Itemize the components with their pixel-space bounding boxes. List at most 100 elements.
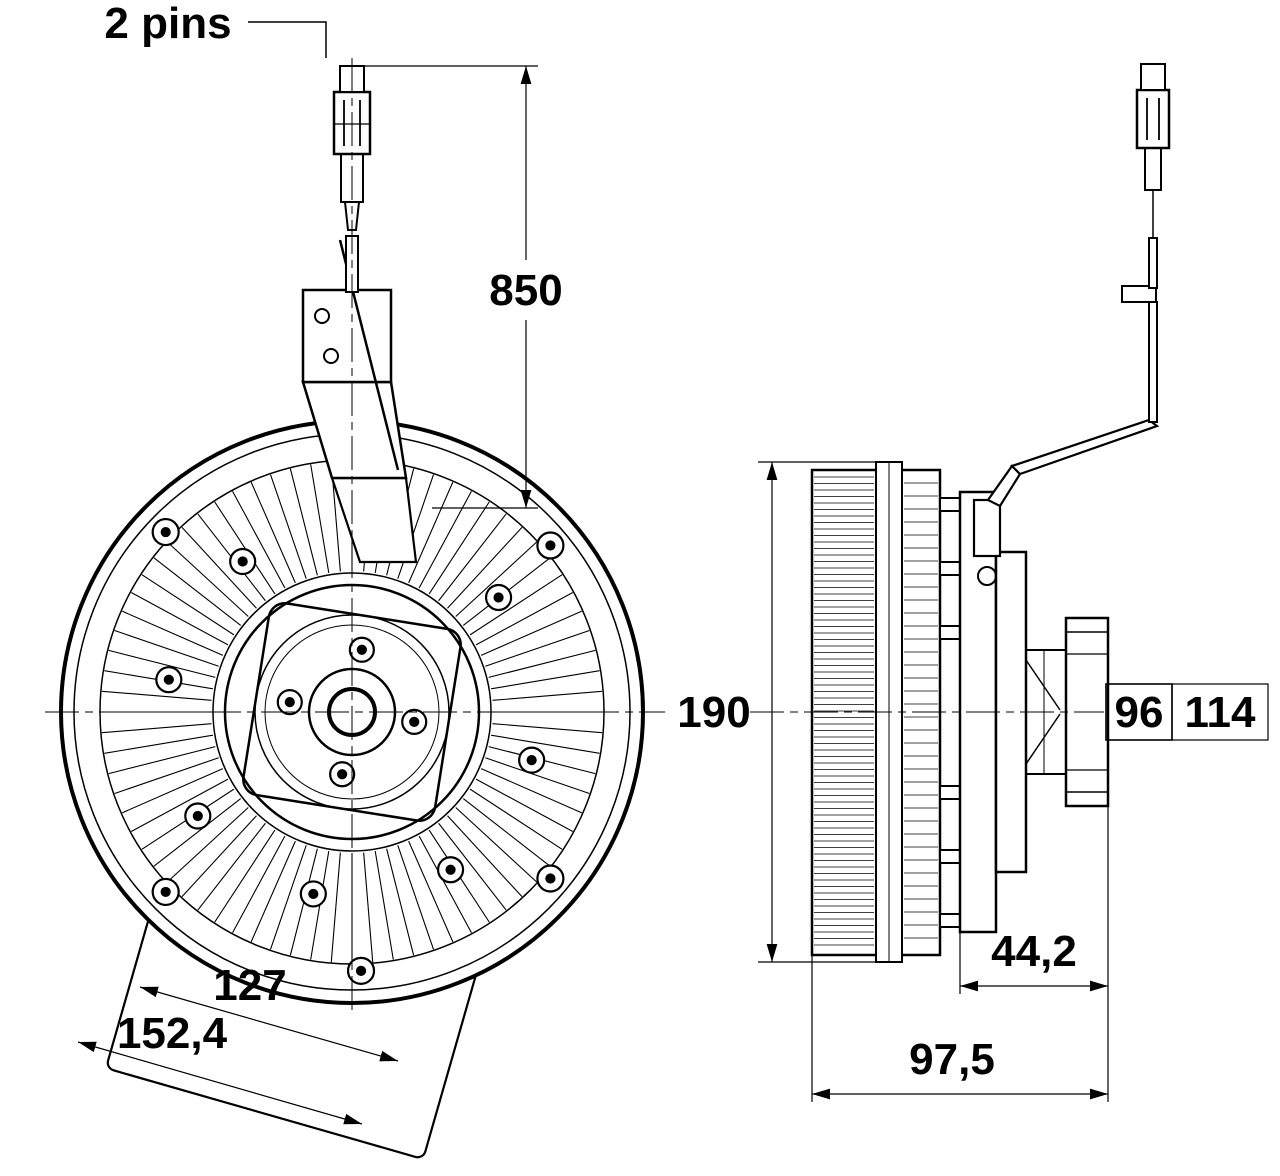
bolt-center	[355, 965, 367, 976]
fan-fin-line	[289, 468, 318, 576]
cone-lower-line	[1025, 713, 1061, 765]
pins-leader-line	[248, 21, 327, 58]
cable-rod-upper	[1148, 237, 1158, 289]
side-rib-hatch	[904, 482, 938, 939]
fan-fin-line	[108, 746, 216, 775]
fan-fin-line	[475, 778, 574, 832]
side-connector-body	[1135, 88, 1171, 150]
dimension-152-4: 152,4	[77, 1009, 363, 1125]
side-bracket-elbow	[986, 464, 1022, 508]
dim-text-114: 114	[1185, 688, 1257, 737]
fan-fin-line	[141, 574, 235, 636]
fan-fin-line	[130, 592, 229, 646]
bolt-center	[445, 864, 456, 875]
bolt-center	[356, 644, 367, 655]
fan-fin-line	[455, 807, 538, 883]
fan-fin-line	[438, 513, 507, 602]
bolt-center	[160, 886, 171, 898]
fan-fin-line	[197, 822, 266, 911]
fan-fin-line	[485, 629, 590, 667]
fan-fin-line	[485, 757, 590, 795]
fan-fin-line	[374, 850, 394, 960]
dimension-97-5: 97,5	[811, 955, 1109, 1102]
bolt-center	[163, 674, 174, 685]
dimension-96-114: 96 114	[1105, 683, 1269, 741]
stud-2	[939, 561, 961, 576]
bolt-center	[192, 810, 203, 822]
bolt-center	[284, 697, 295, 708]
bolt-center	[237, 556, 248, 567]
fan-fin-line	[469, 574, 563, 636]
stud-4	[939, 785, 961, 800]
fan-fin-line	[166, 807, 249, 883]
fan-fin-line	[232, 490, 286, 589]
dim-text-44-2: 44,2	[991, 927, 1077, 976]
bolt-center	[545, 540, 556, 551]
side-connector-stem	[1144, 147, 1162, 191]
bolt-center	[308, 888, 319, 900]
fan-fins	[101, 461, 603, 963]
fan-fin-line	[250, 481, 296, 584]
fan-fin-line	[462, 798, 551, 867]
fan-fin-line	[114, 757, 219, 795]
dim-text-152-4: 152,4	[117, 1009, 228, 1058]
fan-fin-line	[475, 592, 574, 646]
stud-3	[939, 625, 961, 640]
dim-text-850: 850	[489, 266, 562, 315]
fan-fin-line	[153, 798, 242, 867]
fan-fin-line	[121, 610, 224, 656]
fan-fin-line	[428, 501, 490, 595]
fan-fin-line	[214, 501, 276, 595]
dim-frame-114	[1171, 683, 1269, 741]
bolt-center	[409, 716, 420, 727]
fan-fin-line	[490, 734, 600, 754]
fan-fin-line	[101, 690, 212, 701]
dimension-850: 850	[364, 65, 563, 509]
fan-fin-line	[166, 541, 249, 617]
dimension-190: 190	[677, 461, 876, 963]
dimension-127: 127	[139, 961, 399, 1062]
dim-text-97-5: 97,5	[909, 1035, 995, 1084]
fan-fin-line	[269, 845, 307, 950]
fan-fin-line	[121, 768, 224, 814]
fan-fin-line	[469, 788, 563, 850]
fan-fin-line	[130, 778, 229, 832]
fan-fin-line	[492, 723, 603, 734]
fan-fin-line	[153, 557, 242, 626]
fan-fin-line	[108, 649, 216, 678]
front-bracket-and-connector	[301, 65, 418, 564]
fan-fin-line	[232, 835, 286, 934]
fan-fin-line	[181, 526, 257, 609]
fan-fin-line	[480, 768, 583, 814]
drawing-root: 2 pins 850 127 152,4	[45, 0, 1269, 1159]
bolt-center	[493, 592, 504, 603]
bracket-hole-lower	[323, 348, 339, 364]
fan-fin-line	[386, 848, 415, 956]
dim-text-190: 190	[677, 688, 750, 737]
side-connector-tip	[1140, 63, 1166, 91]
pins-label-text: 2 pins	[104, 0, 231, 48]
dim-text-127: 127	[213, 961, 286, 1010]
fan-fin-line	[269, 474, 307, 579]
cone-upper-line	[1025, 659, 1061, 711]
bolt-center	[545, 873, 556, 884]
fan-fin-line	[101, 723, 212, 734]
fan-fin-line	[488, 649, 596, 678]
fan-fin-line	[363, 852, 374, 963]
bolt-center	[526, 755, 537, 766]
fan-fin-line	[490, 670, 600, 690]
stud-6	[939, 913, 961, 928]
fan-fin-line	[480, 610, 583, 656]
bolt-center	[337, 769, 348, 780]
cable-clamp	[1121, 285, 1157, 303]
side-bracket-foot	[972, 498, 1002, 558]
fan-fin-line	[104, 734, 214, 754]
fan-fin-line	[438, 822, 507, 911]
stud-5	[939, 849, 961, 864]
fan-fin-line	[408, 481, 454, 584]
dim-text-96: 96	[1115, 688, 1164, 737]
fan-fin-line	[455, 541, 538, 617]
fan-fin-line	[447, 815, 523, 898]
